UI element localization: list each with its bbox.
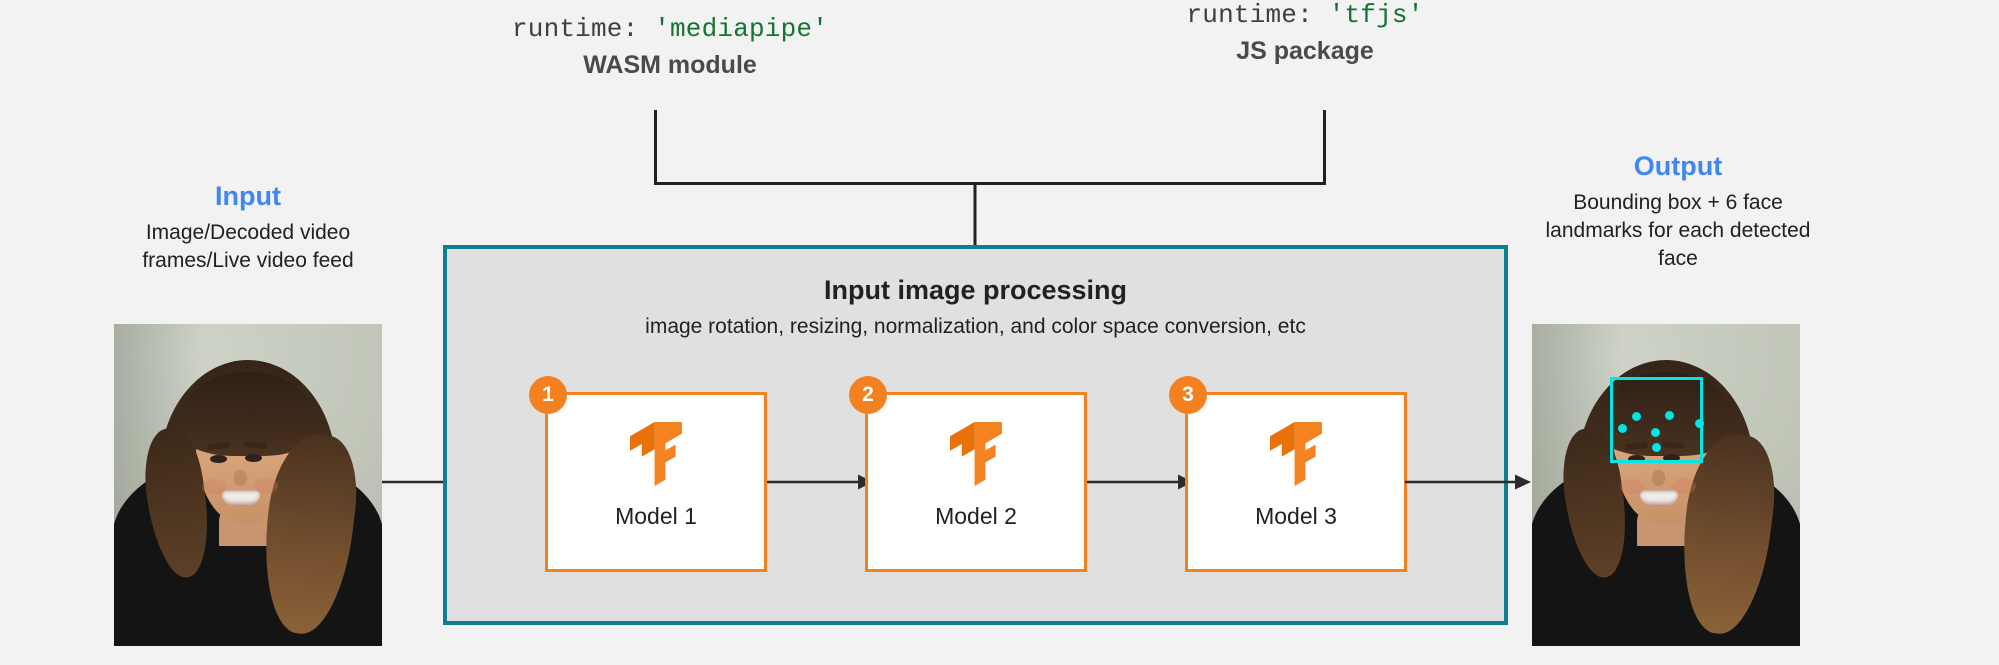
model-card-2[interactable]: 2 Model 2 xyxy=(849,376,1087,572)
tensorflow-logo xyxy=(950,422,1002,486)
cheek-right xyxy=(1672,478,1696,494)
eye-left xyxy=(210,455,227,463)
output-image xyxy=(1532,324,1800,646)
nose xyxy=(234,470,247,486)
model-badge-1: 1 xyxy=(529,376,567,414)
runtime-subtitle-js-package: JS package xyxy=(1236,36,1374,65)
eye-right xyxy=(1663,454,1680,462)
pipeline-title: Input image processing xyxy=(823,275,1128,305)
bracket-connector xyxy=(654,110,1326,254)
landmark-ear-left xyxy=(1618,424,1627,433)
input-image xyxy=(114,324,382,646)
pipeline-subtitle: image rotation, resizing, normalization,… xyxy=(645,315,1306,338)
model-label-3: Model 3 xyxy=(1255,503,1337,529)
runtime-label-tfjs: runtime: 'tfjs' JS package xyxy=(1140,0,1470,66)
tensorflow-logo xyxy=(630,422,682,486)
runtime-code-mediapipe: runtime: 'mediapipe' xyxy=(505,14,835,45)
runtime-value-mediapipe: 'mediapipe' xyxy=(654,14,829,44)
output-description: Bounding box + 6 face landmarks for each… xyxy=(1545,190,1811,270)
model-label-1: Model 1 xyxy=(615,503,697,529)
nose xyxy=(1652,470,1665,486)
model-card-1[interactable]: 1 Model 1 xyxy=(529,376,767,572)
landmark-eye-right xyxy=(1665,411,1674,420)
model-badge-2: 2 xyxy=(849,376,887,414)
mouth xyxy=(1640,490,1678,505)
landmark-nose xyxy=(1651,428,1660,437)
model-badge-3: 3 xyxy=(1169,376,1207,414)
output-caption: Output Bounding box + 6 face landmarks f… xyxy=(1528,150,1828,273)
input-description: Image/Decoded video frames/Live video fe… xyxy=(142,220,354,272)
tensorflow-logo xyxy=(1270,422,1322,486)
landmark-mouth xyxy=(1652,443,1661,452)
runtime-key-mediapipe: runtime: xyxy=(511,14,639,44)
eye-left xyxy=(1628,455,1645,463)
runtime-code-tfjs: runtime: 'tfjs' xyxy=(1140,0,1470,31)
model-card-3[interactable]: 3 Model 3 xyxy=(1169,376,1407,572)
landmark-eye-left xyxy=(1632,412,1641,421)
input-title: Input xyxy=(215,181,281,211)
output-title: Output xyxy=(1633,151,1723,181)
cheek-right xyxy=(254,478,278,494)
mouth xyxy=(222,490,260,505)
runtime-label-mediapipe: runtime: 'mediapipe' WASM module xyxy=(505,14,835,80)
cheek-left xyxy=(202,479,226,495)
landmark-ear-right xyxy=(1695,419,1704,428)
cheek-left xyxy=(1620,479,1644,495)
eye-right xyxy=(245,454,262,462)
runtime-subtitle-wasm: WASM module xyxy=(583,50,757,79)
runtime-value-tfjs: 'tfjs' xyxy=(1328,0,1424,30)
model-label-2: Model 2 xyxy=(935,503,1017,529)
input-caption: Input Image/Decoded video frames/Live vi… xyxy=(98,180,398,275)
runtime-key-tfjs: runtime: xyxy=(1186,0,1313,30)
